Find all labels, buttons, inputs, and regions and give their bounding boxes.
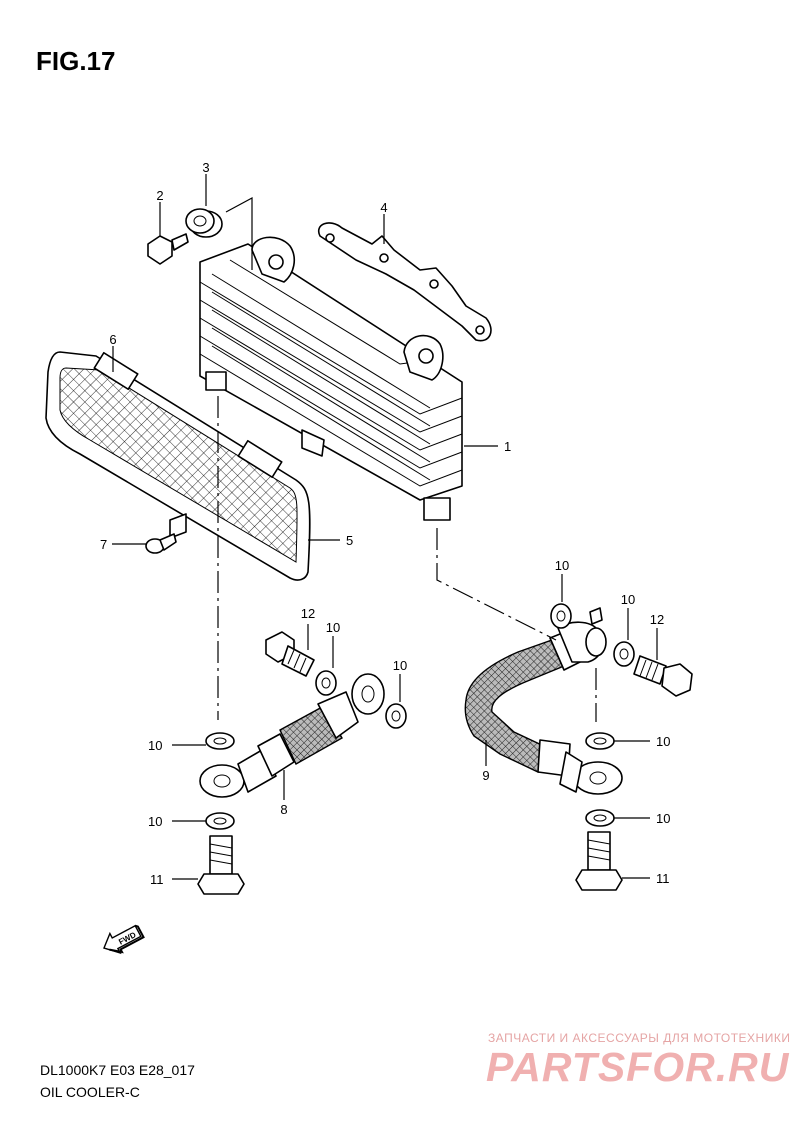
oil-hose-8 — [199, 673, 385, 798]
assembly-lines — [217, 196, 597, 722]
callout-12-left: 12 — [301, 606, 315, 621]
union-bolts-12 — [265, 631, 693, 697]
gasket-washers — [205, 603, 635, 830]
callout-10-hose9-right: 10 — [621, 592, 635, 607]
leader-lines — [112, 174, 658, 880]
callout-8: 8 — [280, 802, 287, 817]
oil-cooler-screen — [45, 351, 311, 581]
callout-12-right: 12 — [650, 612, 664, 627]
fwd-arrow-icon: FWD — [103, 924, 145, 955]
oil-cooler — [199, 236, 463, 521]
callout-9: 9 — [482, 768, 489, 783]
oil-hose-9 — [464, 607, 623, 795]
bolt-2 — [147, 233, 189, 265]
callout-11-left: 11 — [150, 872, 164, 887]
watermark-tagline: ЗАПЧАСТИ И АКСЕССУАРЫ ДЛЯ МОТОТЕХНИКИ — [488, 1031, 791, 1045]
callout-11-right: 11 — [656, 871, 670, 886]
union-bolts-11 — [197, 831, 623, 895]
bracket — [317, 222, 492, 342]
callout-4: 4 — [380, 200, 387, 215]
callout-10-left-lower: 10 — [148, 814, 162, 829]
figure-title: FIG.17 — [36, 46, 116, 76]
watermark-logo: PARTSFOR.RU — [486, 1044, 790, 1090]
callout-1: 1 — [504, 439, 511, 454]
callout-5: 5 — [346, 533, 353, 548]
grommet — [185, 208, 223, 238]
callout-3: 3 — [202, 160, 209, 175]
callout-6: 6 — [109, 332, 116, 347]
callout-10-left-upper: 10 — [148, 738, 162, 753]
section-name: OIL COOLER-C — [40, 1084, 140, 1100]
callout-10-right-lower: 10 — [656, 811, 670, 826]
callout-10-hose8-end: 10 — [393, 658, 407, 673]
model-code: DL1000K7 E03 E28_017 — [40, 1062, 195, 1078]
callout-10-hose8-upper: 10 — [326, 620, 340, 635]
callouts: 3 2 4 6 1 5 7 10 10 11 8 12 10 10 10 10 … — [100, 160, 670, 887]
callout-10-hose9-top: 10 — [555, 558, 569, 573]
callout-10-right-upper: 10 — [656, 734, 670, 749]
callout-7: 7 — [100, 537, 107, 552]
callout-2: 2 — [156, 188, 163, 203]
screw-7 — [145, 533, 177, 554]
